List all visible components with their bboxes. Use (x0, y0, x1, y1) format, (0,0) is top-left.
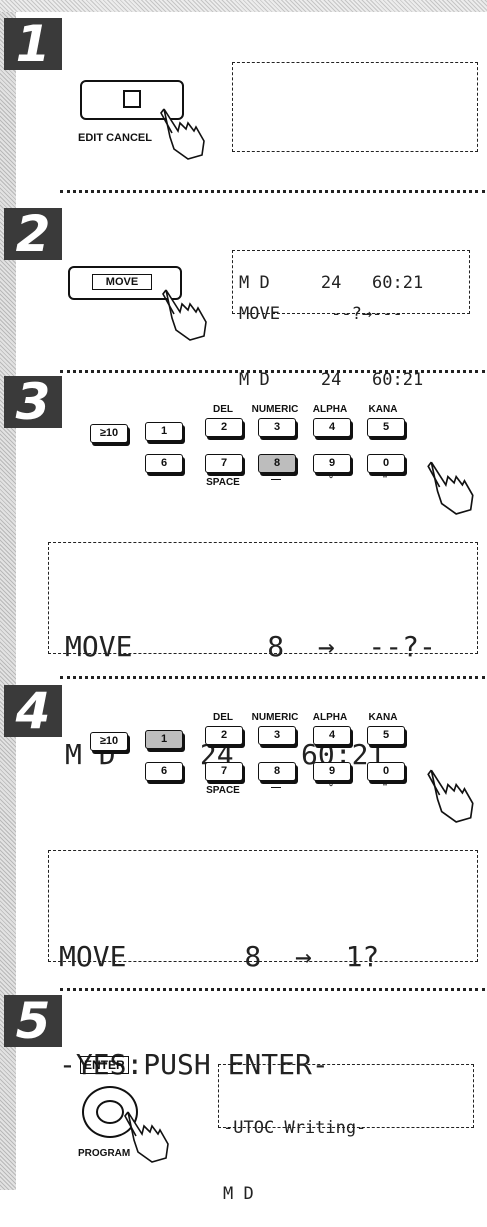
key-5[interactable]: 5 (367, 418, 405, 437)
step-2-number: 2 (4, 208, 62, 260)
key-label-space: SPACE (198, 477, 248, 488)
key-label-kana: KANA (358, 404, 408, 415)
step-divider (60, 988, 485, 991)
pointing-hand-icon (160, 286, 210, 342)
step-4-number: 4 (4, 685, 62, 737)
lcd-line: MOVE 8 → --?- (65, 629, 477, 665)
pointing-hand-icon (122, 1108, 172, 1164)
key-1[interactable]: 1 (145, 730, 183, 749)
key-5[interactable]: 5 (367, 726, 405, 745)
pointing-hand-icon (425, 458, 477, 516)
key-4[interactable]: 4 (313, 726, 351, 745)
key-7[interactable]: 7 (205, 762, 243, 781)
step-1-number: 1 (4, 18, 62, 70)
key-label-numeric: NUMERIC (250, 712, 300, 723)
key-0[interactable]: 0 (367, 762, 405, 781)
key-label-degree: ° (306, 474, 356, 485)
pointing-hand-icon (158, 105, 208, 161)
lcd-display-step5: -UTOC Writing- M D (218, 1064, 474, 1128)
key-label-del: DEL (198, 712, 248, 723)
lcd-line: MOVE 8 → 1? (59, 939, 477, 975)
key-label-alpha: ALPHA (305, 404, 355, 415)
key-4[interactable]: 4 (313, 418, 351, 437)
key-6[interactable]: 6 (145, 454, 183, 473)
key-label-alpha: ALPHA (305, 712, 355, 723)
key-3[interactable]: 3 (258, 726, 296, 745)
key-2[interactable]: 2 (205, 726, 243, 745)
step-divider (60, 676, 485, 679)
key-9[interactable]: 9 (313, 454, 351, 473)
key-label-del: DEL (198, 404, 248, 415)
key-ten[interactable]: ≥10 (90, 732, 128, 751)
key-8[interactable]: 8 (258, 762, 296, 781)
step-3-number: 3 (4, 376, 62, 428)
key-label-dash: — (251, 474, 301, 485)
lcd-display-step3: MOVE 8 → --?- M D 24 60:21 (48, 542, 478, 654)
key-label-quote: " (360, 782, 410, 793)
key-7[interactable]: 7 (205, 454, 243, 473)
lcd-display-step4: MOVE 8 → 1? -YES:PUSH ENTER- (48, 850, 478, 962)
move-button-label: MOVE (92, 274, 152, 290)
lcd-line: M D (223, 1183, 473, 1205)
key-3[interactable]: 3 (258, 418, 296, 437)
key-8[interactable]: 8 (258, 454, 296, 473)
key-2[interactable]: 2 (205, 418, 243, 437)
edit-cancel-label: EDIT CANCEL (78, 132, 152, 144)
stop-square-icon (123, 90, 141, 108)
key-label-quote: " (360, 474, 410, 485)
lcd-line: MOVE --?→--- (239, 303, 469, 325)
lcd-display-step2: MOVE --?→--- M D 24 60:21 (232, 250, 470, 314)
key-0[interactable]: 0 (367, 454, 405, 473)
lcd-line: -UTOC Writing- (223, 1117, 473, 1139)
key-9[interactable]: 9 (313, 762, 351, 781)
key-label-degree: ° (306, 782, 356, 793)
enter-label: ENTER (80, 1056, 129, 1074)
key-label-space: SPACE (198, 785, 248, 796)
step-5-number: 5 (4, 995, 62, 1047)
key-6[interactable]: 6 (145, 762, 183, 781)
pointing-hand-icon (425, 766, 477, 824)
key-1[interactable]: 1 (145, 422, 183, 441)
top-stripe (0, 0, 487, 12)
key-ten[interactable]: ≥10 (90, 424, 128, 443)
key-label-kana: KANA (358, 712, 408, 723)
key-label-dash: — (251, 782, 301, 793)
step-divider (60, 190, 485, 193)
step-divider (60, 370, 485, 373)
lcd-display-step1: M D 24 60:21 (232, 62, 478, 152)
key-label-numeric: NUMERIC (250, 404, 300, 415)
inner-oval-icon (96, 1100, 124, 1124)
